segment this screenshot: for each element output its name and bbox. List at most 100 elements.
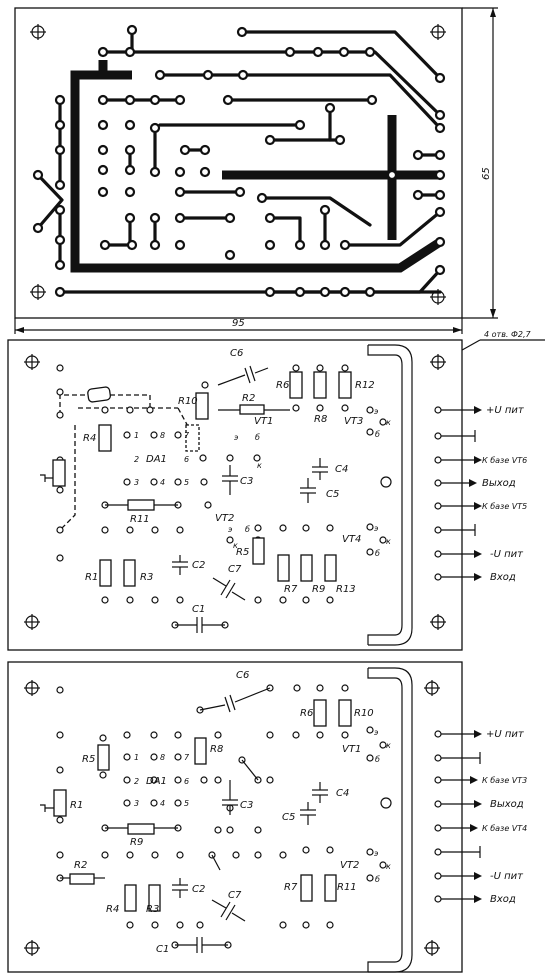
svg-text:VT4: VT4 bbox=[342, 534, 361, 545]
copper-traces bbox=[36, 28, 442, 294]
svg-text:VT3: VT3 bbox=[344, 416, 363, 427]
svg-text:R5: R5 bbox=[82, 754, 95, 765]
svg-text:к: к bbox=[386, 862, 391, 871]
svg-text:б: б bbox=[255, 433, 260, 442]
mounting-hole bbox=[30, 24, 446, 305]
svg-text:R9: R9 bbox=[130, 837, 143, 848]
svg-text:э: э bbox=[374, 728, 378, 737]
heatsink-bracket bbox=[367, 667, 413, 973]
svg-text:R3: R3 bbox=[146, 904, 159, 915]
svg-text:VT1: VT1 bbox=[254, 416, 273, 427]
capacitors-1 bbox=[172, 365, 328, 633]
labels-1: R4 R10 R2 VT1 R6 R8 R12 VT3 C6 C3 C4 C5 … bbox=[83, 348, 391, 615]
svg-text:+U пит: +U пит bbox=[486, 729, 525, 740]
svg-text:R1: R1 bbox=[70, 800, 83, 811]
svg-text:э: э bbox=[234, 433, 238, 442]
svg-text:R2: R2 bbox=[74, 860, 87, 871]
mounting-hole bbox=[24, 354, 446, 630]
svg-text:R7: R7 bbox=[284, 882, 298, 893]
svg-text:R7: R7 bbox=[284, 584, 298, 595]
outputs-1: +U пит К базе VT6 Выход К базе VT5 -U пи… bbox=[434, 405, 527, 583]
svg-text:Вход: Вход bbox=[490, 572, 516, 583]
svg-text:б: б bbox=[375, 755, 380, 764]
svg-text:К базе VT3: К базе VT3 bbox=[482, 776, 527, 785]
svg-text:э: э bbox=[228, 525, 232, 534]
svg-text:э: э bbox=[374, 524, 378, 533]
svg-text:C7: C7 bbox=[228, 890, 242, 901]
svg-text:6: 6 bbox=[184, 777, 189, 786]
svg-text:5: 5 bbox=[184, 478, 189, 487]
svg-text:8: 8 bbox=[160, 431, 165, 440]
component-pads-1 bbox=[56, 364, 387, 629]
svg-text:R10: R10 bbox=[354, 708, 374, 719]
svg-text:VT2: VT2 bbox=[340, 860, 359, 871]
component-board-2: R5 R1 R8 R6 R10 VT1 C6 C3 C4 C5 VT2 R7 R… bbox=[7, 661, 527, 973]
svg-text:R12: R12 bbox=[355, 380, 375, 391]
svg-text:Выход: Выход bbox=[490, 799, 524, 810]
svg-text:1: 1 bbox=[134, 753, 139, 762]
svg-text:7: 7 bbox=[184, 431, 190, 440]
outputs-2: +U пит К базе VT3 Выход К базе VT4 -U пи… bbox=[434, 729, 527, 905]
svg-text:R5: R5 bbox=[236, 547, 249, 558]
svg-text:R3: R3 bbox=[140, 572, 153, 583]
height-dimension: 65 bbox=[481, 167, 492, 180]
resistors-1 bbox=[40, 371, 352, 587]
svg-text:-U пит: -U пит bbox=[490, 549, 524, 560]
svg-text:8: 8 bbox=[160, 753, 165, 762]
svg-text:R13: R13 bbox=[336, 584, 356, 595]
svg-text:2: 2 bbox=[134, 777, 139, 786]
svg-text:-U пит: -U пит bbox=[490, 871, 524, 882]
svg-text:C6: C6 bbox=[236, 670, 249, 681]
svg-text:+U пит: +U пит bbox=[486, 405, 525, 416]
copper-board: 95 65 4 отв. Ф2,7 bbox=[14, 7, 545, 369]
svg-text:R11: R11 bbox=[130, 514, 150, 525]
svg-text:R4: R4 bbox=[106, 904, 119, 915]
capacitors-2 bbox=[172, 687, 328, 953]
svg-text:б: б bbox=[245, 525, 250, 534]
svg-text:C4: C4 bbox=[335, 464, 348, 475]
svg-text:э: э bbox=[374, 407, 378, 416]
labels-2: R5 R1 R8 R6 R10 VT1 C6 C3 C4 C5 VT2 R7 R… bbox=[70, 670, 391, 955]
resistors-2 bbox=[40, 699, 352, 912]
svg-text:б: б bbox=[375, 430, 380, 439]
svg-text:DA1: DA1 bbox=[146, 454, 167, 465]
svg-text:VT1: VT1 bbox=[342, 744, 361, 755]
svg-text:R1: R1 bbox=[85, 572, 98, 583]
width-dimension: 95 bbox=[232, 318, 245, 329]
svg-text:К базе VT6: К базе VT6 bbox=[482, 456, 527, 465]
svg-text:C7: C7 bbox=[228, 564, 242, 575]
heatsink-bracket bbox=[367, 344, 413, 646]
svg-text:к: к bbox=[233, 541, 238, 550]
component-board-1: R4 R10 R2 VT1 R6 R8 R12 VT3 C6 C3 C4 C5 … bbox=[7, 339, 527, 651]
svg-text:DA1: DA1 bbox=[146, 776, 167, 787]
svg-text:2: 2 bbox=[134, 455, 139, 464]
svg-text:Вход: Вход bbox=[490, 894, 516, 905]
svg-text:3: 3 bbox=[134, 799, 139, 808]
svg-text:1: 1 bbox=[134, 431, 139, 440]
svg-text:К базе VT4: К базе VT4 bbox=[482, 824, 527, 833]
svg-text:C5: C5 bbox=[282, 812, 295, 823]
svg-text:R8: R8 bbox=[210, 744, 223, 755]
svg-text:R4: R4 bbox=[83, 433, 96, 444]
svg-text:э: э bbox=[374, 849, 378, 858]
svg-text:3: 3 bbox=[134, 478, 139, 487]
svg-text:C5: C5 bbox=[326, 489, 339, 500]
svg-text:б: б bbox=[375, 549, 380, 558]
svg-text:C4: C4 bbox=[336, 788, 349, 799]
svg-text:к: к bbox=[386, 537, 391, 546]
svg-text:б: б bbox=[375, 875, 380, 884]
svg-text:R6: R6 bbox=[276, 380, 289, 391]
mounting-hole bbox=[24, 680, 440, 956]
svg-text:R6: R6 bbox=[300, 708, 313, 719]
holes-note: 4 отв. Ф2,7 bbox=[484, 330, 532, 339]
svg-text:C6: C6 bbox=[230, 348, 243, 359]
svg-text:C3: C3 bbox=[240, 476, 253, 487]
svg-text:Выход: Выход bbox=[482, 478, 516, 489]
svg-text:C2: C2 bbox=[192, 560, 205, 571]
svg-text:6: 6 bbox=[184, 455, 189, 464]
svg-text:R11: R11 bbox=[337, 882, 357, 893]
svg-text:C1: C1 bbox=[192, 604, 205, 615]
svg-text:к: к bbox=[257, 461, 262, 470]
svg-text:C1: C1 bbox=[156, 944, 169, 955]
